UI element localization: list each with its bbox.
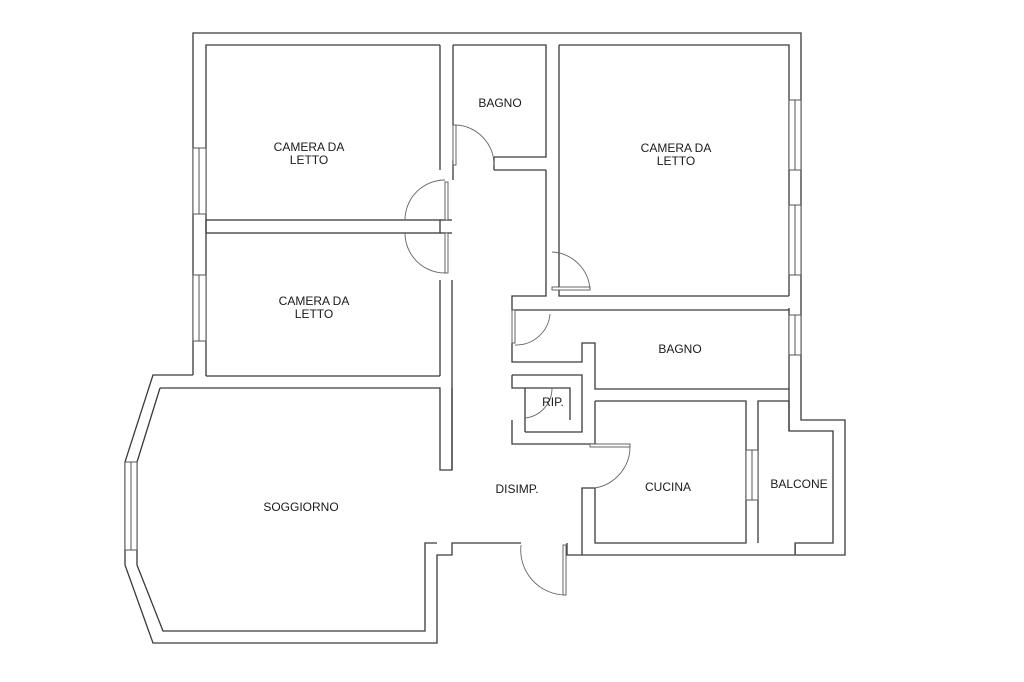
label-bathroom-2: BAGNO [658, 342, 701, 356]
label-bedroom-1-line2: LETTO [290, 153, 328, 167]
label-balcony: BALCONE [770, 477, 827, 491]
label-living-room: SOGGIORNO [263, 500, 338, 514]
room-labels: CAMERA DA LETTO BAGNO CAMERA DA LETTO CA… [263, 96, 827, 514]
windows [124, 99, 802, 551]
label-kitchen: CUCINA [645, 480, 691, 494]
outer-walls [124, 32, 846, 644]
interior-walls [205, 45, 790, 555]
label-bedroom-2-line2: LETTO [295, 307, 333, 321]
doors [404, 124, 796, 596]
label-bedroom-3-line2: LETTO [657, 154, 695, 168]
label-bathroom-1: BAGNO [478, 96, 521, 110]
label-bedroom-1-line1: CAMERA DA [274, 140, 345, 154]
label-bedroom-3-line1: CAMERA DA [641, 141, 712, 155]
label-bedroom-2-line1: CAMERA DA [279, 294, 350, 308]
label-storage: RIP. [542, 395, 564, 409]
label-hallway: DISIMP. [495, 482, 538, 496]
